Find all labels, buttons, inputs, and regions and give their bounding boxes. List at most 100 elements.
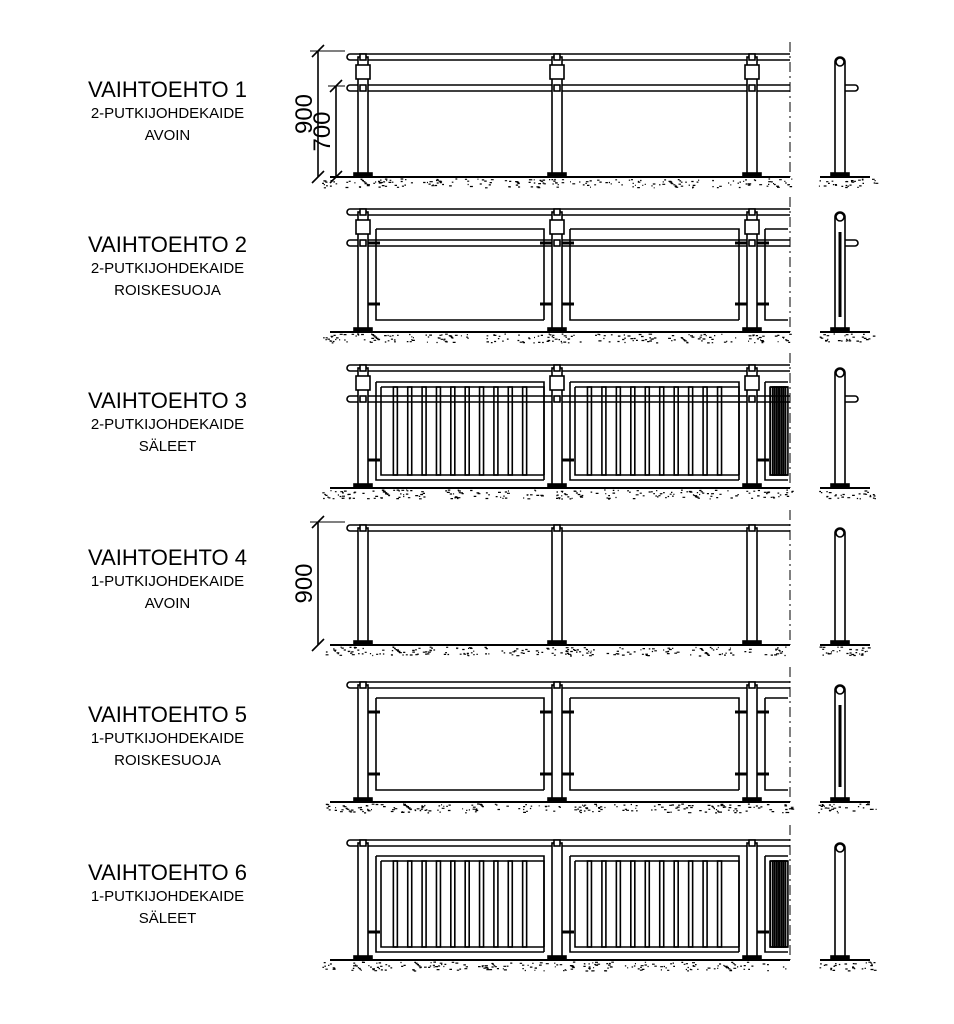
rail-joint (553, 395, 561, 403)
baluster (507, 386, 514, 476)
baluster (521, 860, 528, 948)
side-base-plate (830, 483, 850, 489)
baluster (464, 860, 470, 948)
handrail-tube (346, 681, 790, 689)
base-plate (353, 327, 373, 333)
railing-elevation: 900 (291, 510, 871, 657)
post (746, 842, 758, 961)
base-plate (742, 327, 762, 333)
variant-title: VAIHTOEHTO 2 (88, 232, 247, 257)
rail-joint (553, 53, 561, 61)
rail-joint (359, 395, 367, 403)
base-plate (353, 483, 373, 489)
variant-infill: ROISKESUOJA (114, 752, 221, 769)
base-plate (547, 640, 567, 646)
variant-title: VAIHTOEHTO 5 (88, 702, 247, 727)
ground-hatch (322, 489, 876, 500)
handrail-tube (346, 84, 790, 92)
variant-type: 1-PUTKIJOHDEKAIDE (90, 573, 245, 590)
post (357, 527, 369, 646)
side-rail-section (835, 843, 845, 853)
ground-hatch (323, 333, 876, 344)
baluster (644, 386, 651, 476)
baluster (435, 860, 442, 948)
side-rail-bracket (845, 84, 859, 92)
dimension-tick (329, 79, 343, 93)
dimension-tick (329, 170, 343, 184)
side-post (834, 527, 846, 646)
rail-bracket (744, 64, 760, 80)
baluster (658, 386, 665, 476)
variant-title: VAIHTOEHTO 1 (88, 77, 247, 102)
rail-joint (359, 681, 367, 689)
bar-frame-inner (574, 860, 740, 948)
baluster (702, 860, 708, 948)
rail-joint (553, 239, 561, 247)
railing-elevation (325, 667, 877, 814)
base-plate (742, 483, 762, 489)
baluster (586, 860, 593, 948)
variant-title: VAIHTOEHTO 3 (88, 388, 247, 413)
variant-title: VAIHTOEHTO 4 (88, 545, 247, 570)
rail-joint (553, 84, 561, 92)
base-plate (353, 797, 373, 803)
rail-joint (748, 53, 756, 61)
dimension-tick (311, 638, 325, 652)
baluster (450, 860, 456, 948)
rail-bracket (744, 219, 760, 235)
base-plate (547, 955, 567, 961)
baluster (673, 386, 679, 476)
baluster (450, 386, 456, 476)
baluster (615, 860, 622, 948)
rail-joint (748, 239, 756, 247)
baluster (478, 386, 485, 476)
rail-joint (359, 208, 367, 216)
variant-infill: SÄLEET (138, 910, 197, 927)
side-base-plate (830, 955, 850, 961)
handrail-tube (346, 364, 790, 372)
side-base-plate (830, 327, 850, 333)
bar-frame-inner (380, 860, 545, 948)
bar-frame (764, 855, 788, 953)
variant-infill: SÄLEET (138, 438, 197, 455)
rail-joint (553, 364, 561, 372)
base-plate (547, 797, 567, 803)
baluster (630, 860, 636, 948)
baluster (507, 860, 514, 948)
rail-bracket (355, 375, 371, 391)
glass-panel (569, 228, 740, 321)
side-rail-section (835, 685, 845, 695)
post (746, 527, 758, 646)
dimension-tick (311, 44, 325, 58)
post (551, 842, 563, 961)
baluster (421, 860, 427, 948)
base-plate (353, 955, 373, 961)
side-post (834, 842, 846, 961)
baluster (658, 860, 665, 948)
baluster (687, 386, 694, 476)
ground-hatch (325, 803, 877, 814)
rail-bracket (549, 219, 565, 235)
base-plate (547, 483, 567, 489)
rail-joint (553, 208, 561, 216)
rail-joint (553, 681, 561, 689)
rail-joint (359, 53, 367, 61)
handrail-tube (346, 208, 790, 216)
side-rail-bracket (845, 239, 859, 247)
dimension-tick (311, 170, 325, 184)
post (357, 842, 369, 961)
baluster (521, 386, 528, 476)
baluster (421, 386, 427, 476)
ground-hatch (322, 961, 877, 972)
rail-joint (748, 395, 756, 403)
variant-title: VAIHTOEHTO 6 (88, 860, 247, 885)
rail-joint (748, 681, 756, 689)
rail-joint (359, 839, 367, 847)
rail-joint (748, 208, 756, 216)
baluster (493, 386, 499, 476)
bar-frame (764, 381, 788, 481)
